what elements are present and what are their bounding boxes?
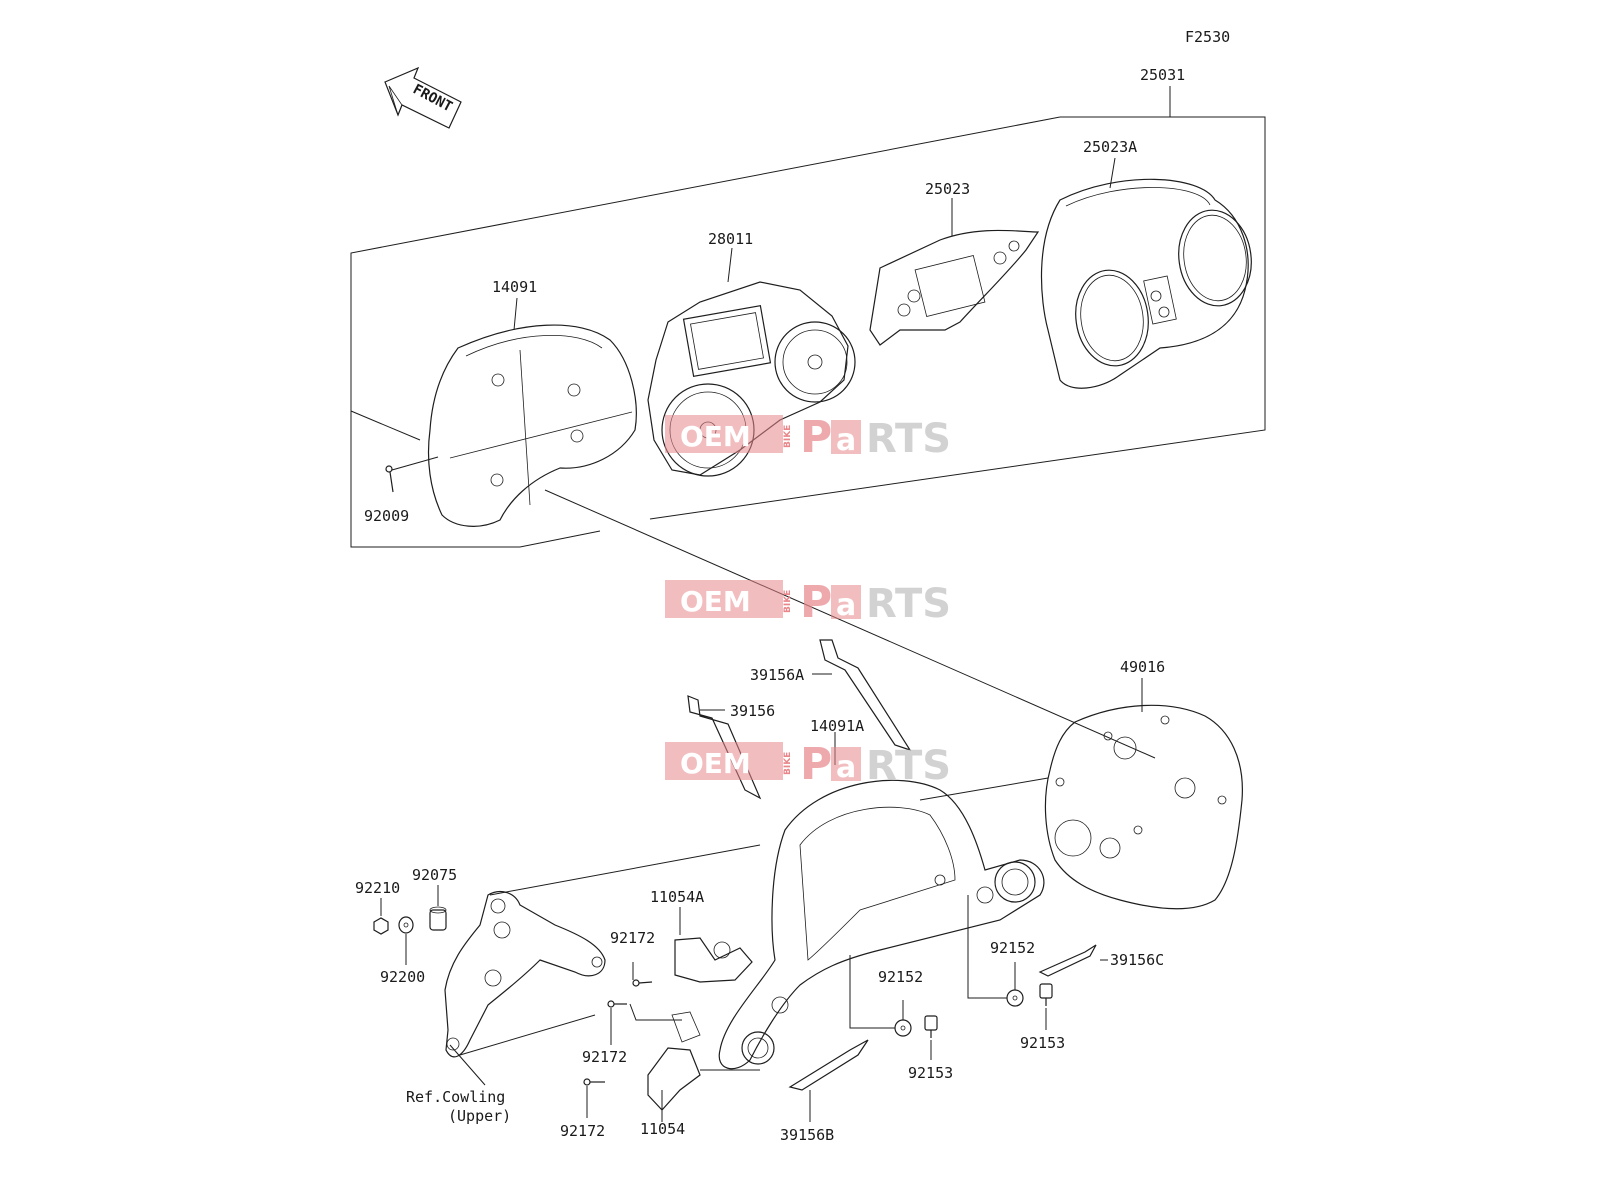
washer-92152-center: [849, 955, 912, 1037]
seal-strip-39156A: [812, 639, 912, 752]
bracket-11054A: [674, 907, 753, 983]
screw-92172-middle: [607, 1000, 682, 1045]
label-11054: 11054: [640, 1120, 685, 1138]
label-39156C: 39156C: [1110, 951, 1164, 969]
label-92152-center: 92152: [878, 968, 923, 986]
label-92009: 92009: [364, 507, 409, 525]
svg-text:RTS: RTS: [866, 581, 951, 627]
nut-92210: [373, 898, 389, 935]
front-arrow: FRONT: [384, 66, 462, 129]
label-28011: 28011: [708, 230, 753, 248]
watermark-upper: OEM BIKE P a RTS: [665, 412, 951, 463]
collar-92075: [429, 885, 447, 931]
svg-text:a: a: [836, 423, 856, 458]
bracket-11054: [647, 1011, 760, 1122]
meter-lens-25023: [869, 198, 1040, 346]
watermark-middle: OEM BIKE P a RTS: [665, 577, 951, 628]
screw-92172-upper: [632, 962, 653, 987]
bolt-92153-center: [924, 1015, 938, 1060]
label-11054A: 11054A: [650, 888, 704, 906]
label-39156: 39156: [730, 702, 775, 720]
washer-92200: [398, 916, 414, 965]
svg-text:RTS: RTS: [866, 416, 951, 462]
label-49016: 49016: [1120, 658, 1165, 676]
seal-strip-39156C: [1038, 944, 1108, 977]
label-92172-middle: 92172: [582, 1048, 627, 1066]
seal-strip-39156B: [788, 1039, 869, 1122]
svg-text:BIKE: BIKE: [783, 425, 793, 448]
label-14091: 14091: [492, 278, 537, 296]
label-92153-right: 92153: [1020, 1034, 1065, 1052]
screw-92172-lower: [583, 1078, 605, 1118]
svg-text:BIKE: BIKE: [783, 590, 793, 613]
gasket-49016: [919, 678, 1243, 910]
label-92172-lower: 92172: [560, 1122, 605, 1140]
watermark-lower: OEM BIKE P a RTS: [665, 739, 951, 790]
label-92210: 92210: [355, 879, 400, 897]
label-92153-center: 92153: [908, 1064, 953, 1082]
svg-text:RTS: RTS: [866, 743, 951, 789]
seal-strip-39156: [687, 695, 762, 800]
svg-text:P: P: [800, 412, 832, 463]
svg-text:BIKE: BIKE: [783, 752, 793, 775]
svg-text:P: P: [800, 577, 832, 628]
assembly-bracket-25031: [350, 86, 1266, 548]
front-arrow-label: FRONT: [410, 81, 455, 115]
label-25023: 25023: [925, 180, 970, 198]
svg-text:OEM: OEM: [680, 585, 751, 618]
ref-cowling-line2: (Upper): [448, 1107, 511, 1125]
label-92200: 92200: [380, 968, 425, 986]
svg-text:OEM: OEM: [680, 747, 751, 780]
bolt-92153-right: [1039, 983, 1053, 1030]
label-92152-right: 92152: [990, 939, 1035, 957]
label-25031: 25031: [1140, 66, 1185, 84]
washer-92152-right: [967, 895, 1024, 1007]
figure-code: F2530: [1185, 28, 1230, 46]
label-39156B: 39156B: [780, 1126, 834, 1144]
svg-text:a: a: [836, 588, 856, 623]
screw-92009: [385, 456, 439, 493]
ref-cowling-line1: Ref.Cowling: [406, 1088, 505, 1106]
meter-case-14091: [427, 297, 1156, 759]
label-39156A: 39156A: [750, 666, 804, 684]
meter-housing-25023A: [1040, 157, 1252, 389]
svg-text:P: P: [800, 739, 832, 790]
label-14091A: 14091A: [810, 717, 864, 735]
label-92075: 92075: [412, 866, 457, 884]
mount-bracket: [444, 844, 761, 1086]
label-25023A: 25023A: [1083, 138, 1137, 156]
label-92172-upper: 92172: [610, 929, 655, 947]
svg-text:a: a: [836, 750, 856, 785]
svg-text:OEM: OEM: [680, 420, 751, 453]
